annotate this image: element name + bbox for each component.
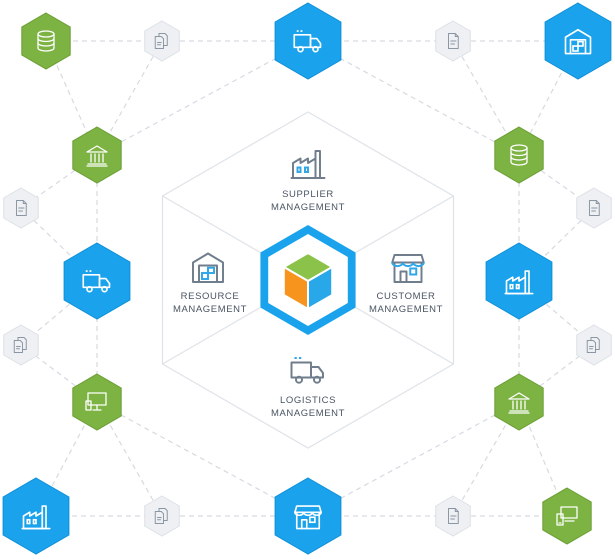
node-gray-document — [435, 495, 471, 537]
document-icon — [589, 200, 600, 216]
module-logistics-line1: LOGISTICS — [279, 395, 337, 406]
node-green-database — [494, 126, 544, 184]
node-green-bank — [72, 126, 122, 184]
delivery-truck-icon — [290, 357, 324, 384]
node-gray-documents — [576, 324, 612, 366]
factory-icon — [290, 150, 326, 179]
connection-line — [96, 40, 309, 156]
node-blue-delivery-truck — [63, 242, 131, 320]
connection-line — [307, 40, 520, 156]
module-label-customer: CUSTOMER MANAGEMENT — [356, 290, 456, 316]
database-icon — [510, 144, 528, 166]
network-nodes — [2, 2, 612, 555]
central-hub — [260, 225, 356, 335]
connection-line — [20, 154, 98, 209]
node-gray-documents — [144, 495, 180, 537]
devices-icon — [556, 506, 578, 526]
node-gray-documents — [3, 324, 39, 366]
factory-icon — [21, 505, 51, 530]
storefront-icon — [391, 254, 425, 283]
colored-cube-icon — [282, 252, 334, 310]
storefront-icon — [294, 505, 322, 530]
node-gray-document — [576, 187, 612, 229]
module-supplier-line2: MANAGEMENT — [270, 202, 346, 213]
delivery-truck-icon — [82, 270, 111, 293]
documents-icon — [13, 337, 27, 353]
delivery-truck-icon — [293, 30, 322, 53]
module-resource-line2: MANAGEMENT — [172, 304, 248, 315]
warehouse-icon — [192, 252, 224, 283]
documents-icon — [586, 337, 600, 353]
warehouse-icon — [564, 28, 592, 55]
connection-line — [307, 401, 520, 517]
module-resource-line1: RESOURCE — [180, 291, 240, 302]
document-icon — [16, 200, 27, 216]
node-green-database — [21, 12, 71, 70]
node-green-devices — [542, 487, 592, 545]
module-label-supplier: SUPPLIER MANAGEMENT — [258, 188, 358, 214]
module-customer-line1: CUSTOMER — [376, 291, 436, 302]
frame-divider-line — [355, 195, 454, 254]
frame-divider-line — [355, 306, 454, 365]
connection-line — [518, 344, 595, 403]
node-gray-document — [435, 20, 471, 62]
document-icon — [448, 33, 459, 49]
node-gray-document — [3, 187, 39, 229]
module-label-resource: RESOURCE MANAGEMENT — [160, 290, 260, 316]
node-green-computer — [72, 373, 122, 431]
factory-icon — [504, 270, 534, 295]
connection-line — [96, 401, 309, 517]
documents-icon — [154, 33, 168, 49]
node-gray-documents — [144, 20, 180, 62]
node-blue-warehouse — [544, 2, 612, 80]
frame-divider-line — [162, 195, 261, 254]
bank-icon — [508, 392, 530, 414]
document-icon — [448, 508, 459, 524]
node-blue-factory — [485, 242, 553, 320]
frame-divider-line — [162, 306, 261, 365]
bank-icon — [86, 145, 108, 167]
database-icon — [37, 30, 55, 52]
node-blue-factory — [2, 477, 70, 555]
computer-icon — [85, 392, 107, 411]
connection-line — [20, 344, 98, 403]
module-logistics-line2: MANAGEMENT — [270, 408, 346, 419]
node-blue-storefront — [274, 477, 342, 555]
node-green-bank — [494, 373, 544, 431]
node-blue-delivery-truck — [274, 2, 342, 80]
module-label-logistics: LOGISTICS MANAGEMENT — [258, 394, 358, 420]
documents-icon — [154, 508, 168, 524]
module-customer-line2: MANAGEMENT — [368, 304, 444, 315]
module-supplier-line1: SUPPLIER — [282, 189, 334, 200]
